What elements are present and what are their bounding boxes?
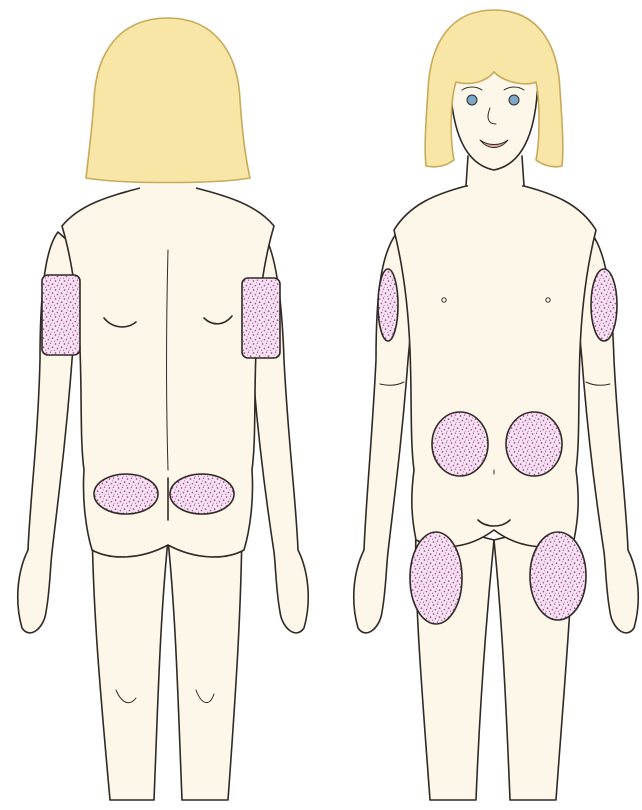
front-right-thigh-site <box>410 532 462 624</box>
front-left-abdomen-site <box>506 412 562 476</box>
front-left-eye <box>509 95 519 105</box>
front-left-upper-arm-site <box>591 269 617 341</box>
front-view-figure <box>354 10 639 800</box>
front-left-thigh-site <box>530 532 586 620</box>
front-neck-outline-right <box>522 156 524 186</box>
back-left-upper-arm-site <box>42 275 80 355</box>
front-right-upper-arm-site <box>378 269 398 341</box>
back-hair <box>86 18 250 183</box>
front-right-abdomen-site <box>432 412 488 476</box>
back-right-buttock-site <box>170 474 234 514</box>
back-right-upper-arm-site <box>242 278 280 358</box>
front-right-eye <box>467 95 477 105</box>
front-torso <box>394 186 596 547</box>
back-left-buttock-site <box>94 474 158 514</box>
back-view-figure <box>18 18 309 800</box>
front-neck-outline-left <box>466 156 468 186</box>
